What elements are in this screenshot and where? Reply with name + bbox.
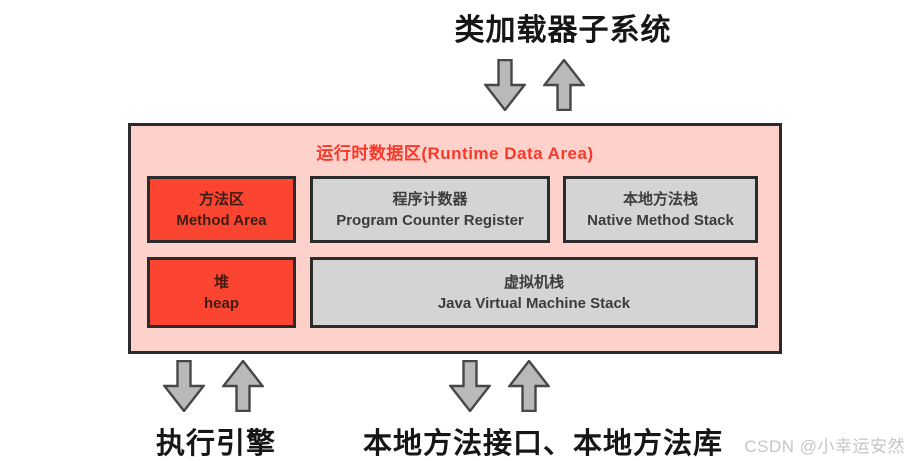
top-arrow-pair bbox=[484, 59, 585, 111]
jvm-stack-label-en: Java Virtual Machine Stack bbox=[437, 294, 631, 312]
down-arrow-icon bbox=[449, 360, 491, 412]
down-arrow-icon bbox=[484, 59, 526, 111]
runtime-data-area-title: 运行时数据区(Runtime Data Area) bbox=[316, 144, 594, 163]
program-counter-label-zh: 程序计数器 bbox=[392, 190, 468, 208]
method-area-label-en: Method Area bbox=[176, 211, 267, 229]
up-arrow-icon bbox=[543, 59, 585, 111]
csdn-watermark: CSDN @小幸运安然 bbox=[744, 437, 905, 456]
down-arrow-icon bbox=[163, 360, 205, 412]
native-method-stack-label-en: Native Method Stack bbox=[587, 211, 734, 229]
heap-box: 堆 heap bbox=[147, 257, 296, 328]
jvm-stack-label-zh: 虚拟机栈 bbox=[503, 273, 564, 291]
native-method-stack-box: 本地方法栈 Native Method Stack bbox=[563, 176, 758, 243]
native-method-interface-label: 本地方法接口、本地方法库 bbox=[363, 428, 724, 460]
method-area-label-zh: 方法区 bbox=[198, 190, 244, 208]
up-arrow-icon bbox=[222, 360, 264, 412]
execution-engine-arrow-pair bbox=[163, 360, 264, 412]
java-virtual-machine-stack-box: 虚拟机栈 Java Virtual Machine Stack bbox=[310, 257, 758, 328]
class-loader-subsystem-label: 类加载器子系统 bbox=[454, 14, 672, 47]
heap-label-zh: 堆 bbox=[213, 273, 229, 291]
up-arrow-icon bbox=[508, 360, 550, 412]
native-method-stack-label-zh: 本地方法栈 bbox=[622, 190, 698, 208]
program-counter-register-box: 程序计数器 Program Counter Register bbox=[310, 176, 550, 243]
method-area-box: 方法区 Method Area bbox=[147, 176, 296, 243]
native-interface-arrow-pair bbox=[449, 360, 550, 412]
heap-label-en: heap bbox=[203, 294, 239, 312]
runtime-data-area-container: 运行时数据区(Runtime Data Area) 方法区 Method Are… bbox=[128, 123, 782, 354]
execution-engine-label: 执行引擎 bbox=[155, 428, 276, 460]
program-counter-label-en: Program Counter Register bbox=[336, 211, 524, 229]
